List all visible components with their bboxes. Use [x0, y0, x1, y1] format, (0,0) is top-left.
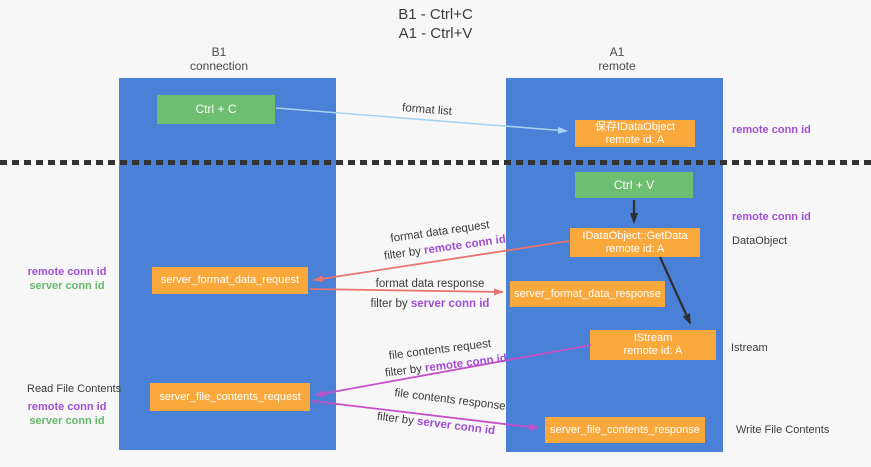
- server-format-data-request-label: server_format_data_request: [160, 274, 300, 286]
- left-conn-id-block-2: remote conn id server conn id: [12, 400, 122, 428]
- server-format-data-response-node: server_format_data_response: [510, 281, 665, 307]
- diagram-title: B1 - Ctrl+C A1 - Ctrl+V: [0, 5, 871, 43]
- getdata-line2: remote id: A: [605, 242, 665, 255]
- left-server-conn-id-1: server conn id: [29, 280, 105, 292]
- save-idataobject-line2: remote id: A: [605, 133, 665, 146]
- right-remote-conn-id-label-2: remote conn id: [732, 211, 811, 223]
- read-file-contents-label: Read File Contents: [27, 383, 122, 395]
- filter-by-server-conn-id-label-2: filter by server conn id: [376, 411, 495, 437]
- left-column-role: connection: [189, 59, 249, 73]
- right-column-name: A1: [609, 45, 625, 59]
- filter-by-server-conn-id-label-1: filter by server conn id: [371, 298, 490, 310]
- save-idataobject-node: 保存IDataObject remote id: A: [575, 120, 695, 147]
- format-list-label: format list: [401, 102, 453, 118]
- left-conn-id-block-1: remote conn id server conn id: [12, 265, 122, 293]
- getdata-line1: IDataObject::GetData: [582, 229, 688, 242]
- ctrl-c-node: Ctrl + C: [157, 95, 275, 124]
- filter-by-text: filter by: [370, 298, 411, 310]
- left-remote-conn-id-1: remote conn id: [27, 266, 107, 278]
- left-server-conn-id-2: server conn id: [29, 415, 105, 427]
- title-line-1: B1 - Ctrl+C: [398, 6, 473, 23]
- phase-divider-dashed-line: [0, 160, 871, 165]
- istream-line1: IStream: [633, 332, 673, 344]
- right-column-role: remote: [598, 59, 636, 73]
- format-data-response-label: format data response: [375, 278, 485, 290]
- server-file-contents-request-node: server_file_contents_request: [150, 383, 310, 411]
- save-idataobject-line1: 保存IDataObject: [594, 120, 676, 133]
- ctrl-v-label: Ctrl + V: [613, 177, 655, 192]
- server-format-data-request-node: server_format_data_request: [152, 267, 308, 294]
- idataobject-getdata-node: IDataObject::GetData remote id: A: [570, 228, 700, 257]
- server-format-data-response-label: server_format_data_response: [514, 287, 661, 300]
- istream-line2: remote id: A: [623, 345, 683, 357]
- write-file-contents-label: Write File Contents: [736, 424, 830, 436]
- filter-by-text: filter by: [383, 244, 425, 263]
- file-contents-response-label: file contents response: [393, 387, 507, 413]
- left-column-name: B1: [211, 45, 227, 59]
- filter-by-text: filter by: [384, 362, 426, 380]
- left-remote-conn-id-2: remote conn id: [27, 401, 107, 413]
- filter-by-text: filter by: [376, 410, 418, 428]
- server-file-contents-response-label: server_file_contents_response: [550, 423, 700, 436]
- istream-node: IStream remote id: A: [590, 330, 716, 360]
- right-remote-conn-id-label-1: remote conn id: [732, 124, 811, 136]
- server-conn-id-text: server conn id: [416, 415, 496, 438]
- server-conn-id-text: server conn id: [410, 298, 490, 310]
- dataobject-label: DataObject: [732, 235, 788, 247]
- left-column-header: B1 connection: [149, 45, 289, 73]
- ctrl-c-label: Ctrl + C: [195, 102, 237, 116]
- ctrl-v-node: Ctrl + V: [575, 172, 693, 198]
- istream-side-label: Istream: [731, 342, 768, 354]
- server-file-contents-response-node: server_file_contents_response: [545, 417, 705, 443]
- server-file-contents-request-label: server_file_contents_request: [159, 390, 301, 403]
- title-line-2: A1 - Ctrl+V: [398, 25, 473, 42]
- right-column-header: A1 remote: [547, 45, 687, 73]
